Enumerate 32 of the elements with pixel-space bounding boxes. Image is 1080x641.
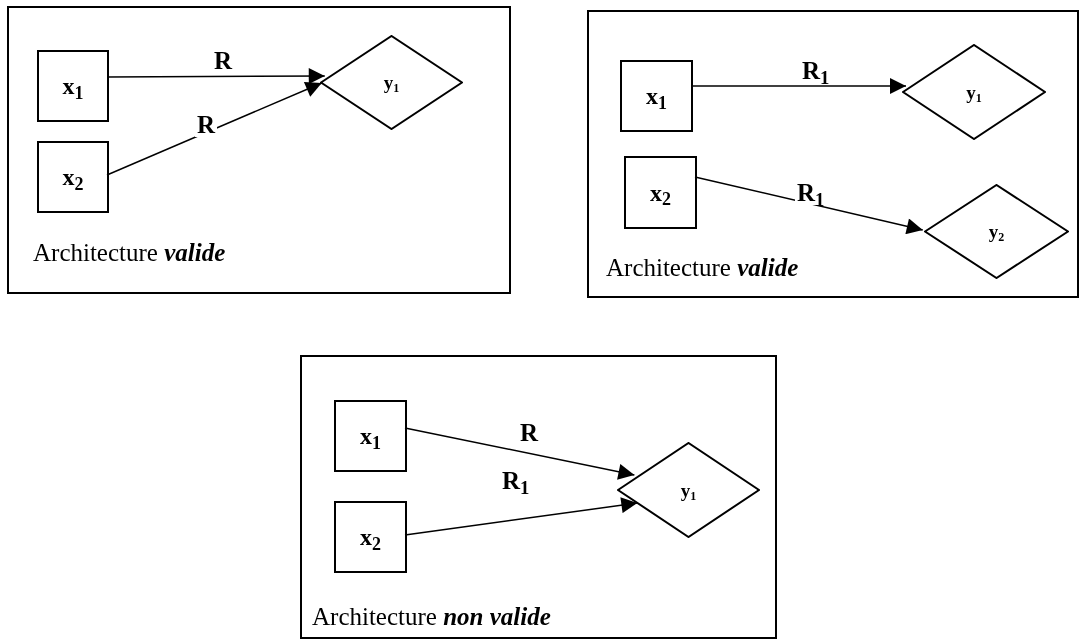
arrow	[690, 78, 907, 94]
variable-label: x$_{2}$	[650, 180, 671, 205]
variable-label: x$_{1}$	[360, 424, 381, 448]
variable-box	[624, 156, 697, 229]
panel-frame	[587, 10, 1079, 298]
arrow	[404, 427, 636, 480]
arrow	[106, 68, 326, 85]
variable-box	[37, 50, 109, 122]
variable-label: y$_{1}$	[680, 480, 697, 500]
output-diamond	[320, 35, 463, 130]
panel-frame	[300, 355, 777, 639]
arrow	[694, 176, 924, 235]
variable-label: x$_{2}$	[360, 525, 381, 549]
variable-label: x$_{1}$	[62, 74, 84, 98]
variable-box	[620, 60, 693, 132]
variable-label: y$_{1}$	[383, 73, 400, 92]
output-diamond	[617, 442, 760, 538]
variable-label: x$_{2}$	[62, 165, 84, 189]
arrow	[404, 497, 639, 536]
variable-box	[334, 501, 407, 573]
panel-title: Architecture non valide	[312, 604, 551, 629]
variable-label: y$_{1}$	[966, 82, 982, 102]
panel-title: Architecture valide	[606, 255, 799, 280]
variable-box	[37, 141, 109, 213]
panel-frame	[7, 6, 511, 294]
arrow	[106, 81, 323, 176]
variable-box	[334, 400, 407, 472]
output-diamond	[902, 44, 1046, 140]
output-diamond	[924, 184, 1069, 279]
variable-label: x$_{1}$	[646, 84, 667, 108]
panel-title: Architecture valide	[33, 240, 226, 265]
variable-label: y$_{2}$	[988, 222, 1005, 241]
